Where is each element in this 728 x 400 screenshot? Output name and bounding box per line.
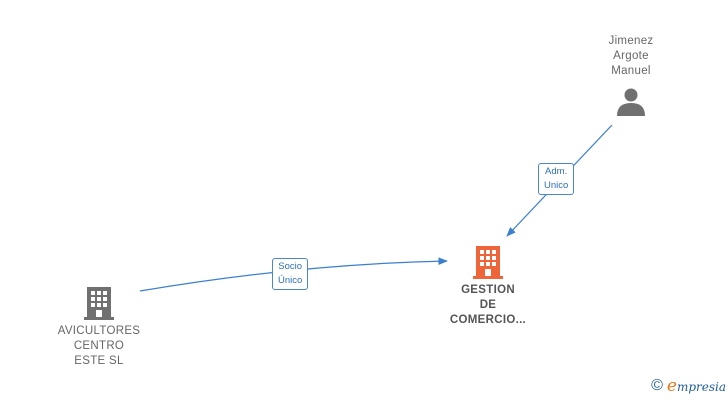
building-icon: [84, 287, 114, 320]
brand-wordmark: empresia: [667, 376, 726, 396]
brand-name: mpresia: [676, 380, 726, 394]
building-icon: [473, 246, 503, 279]
brand-logo: © empresia: [651, 376, 726, 396]
node-label: Jimenez Argote Manuel: [608, 35, 654, 77]
node-label: GESTION DE COMERCIO...: [449, 284, 527, 326]
node-gestion-de-comercio[interactable]: GESTION DE COMERCIO...: [438, 244, 538, 328]
person-icon: [617, 88, 645, 116]
node-jimenez-argote-manuel[interactable]: Jimenez Argote Manuel: [586, 34, 676, 118]
brand-initial: e: [666, 376, 677, 396]
edge-label-adm-unico[interactable]: Adm. Unico: [538, 163, 575, 195]
node-avicultores-centro-este[interactable]: AVICULTORES CENTRO ESTE SL: [49, 285, 149, 369]
copyright-icon: ©: [651, 377, 663, 394]
edge-label-socio-unico[interactable]: Socio Único: [272, 258, 309, 290]
node-label: AVICULTORES CENTRO ESTE SL: [57, 325, 141, 367]
